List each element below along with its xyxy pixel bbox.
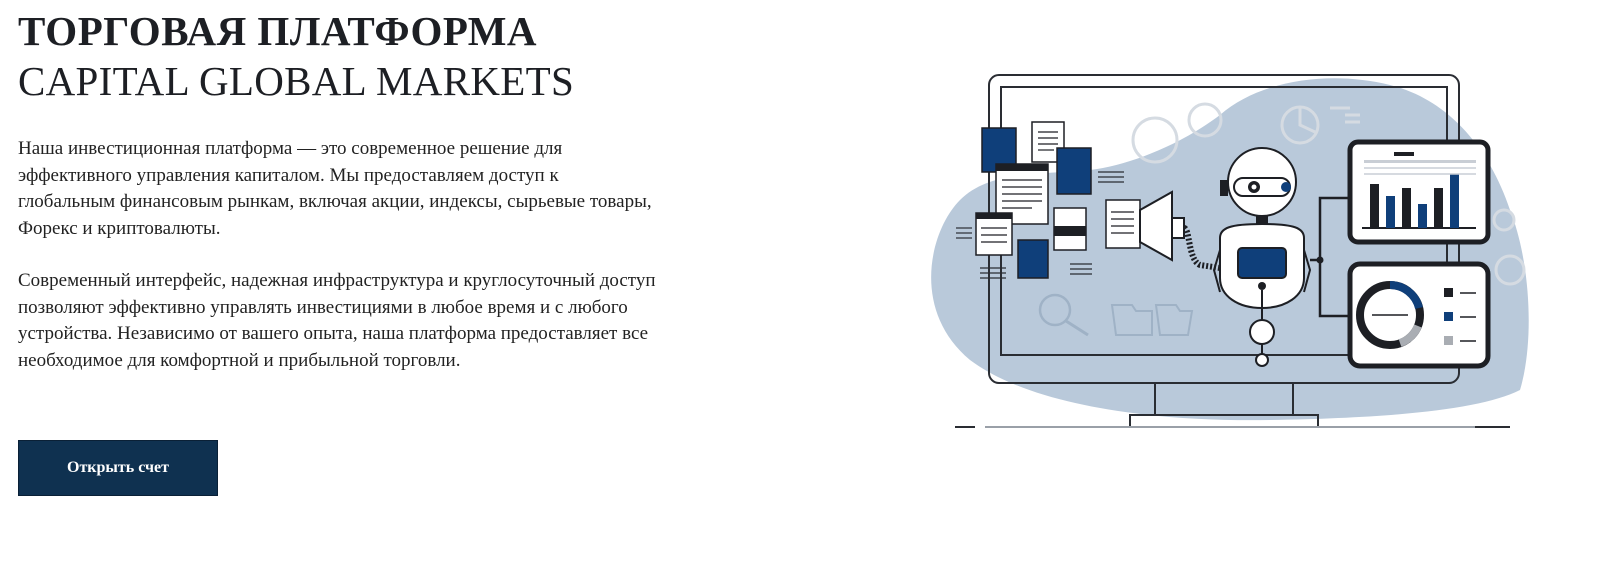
hero-content: ТОРГОВАЯ ПЛАТФОРМА CAPITAL GLOBAL MARKET… xyxy=(18,6,658,496)
title-line-1: ТОРГОВАЯ ПЛАТФОРМА xyxy=(18,8,537,54)
title-line-2: CAPITAL GLOBAL MARKETS xyxy=(18,58,575,104)
description-paragraph-2: Современный интерфейс, надежная инфрастр… xyxy=(18,270,656,371)
description-paragraph-1: Наша инвестиционная платформа — это совр… xyxy=(18,138,652,239)
page-title: ТОРГОВАЯ ПЛАТФОРМА CAPITAL GLOBAL MARKET… xyxy=(18,6,658,106)
open-account-button[interactable]: Открыть счет xyxy=(18,440,218,496)
robot-trading-monitor-icon xyxy=(920,60,1580,440)
